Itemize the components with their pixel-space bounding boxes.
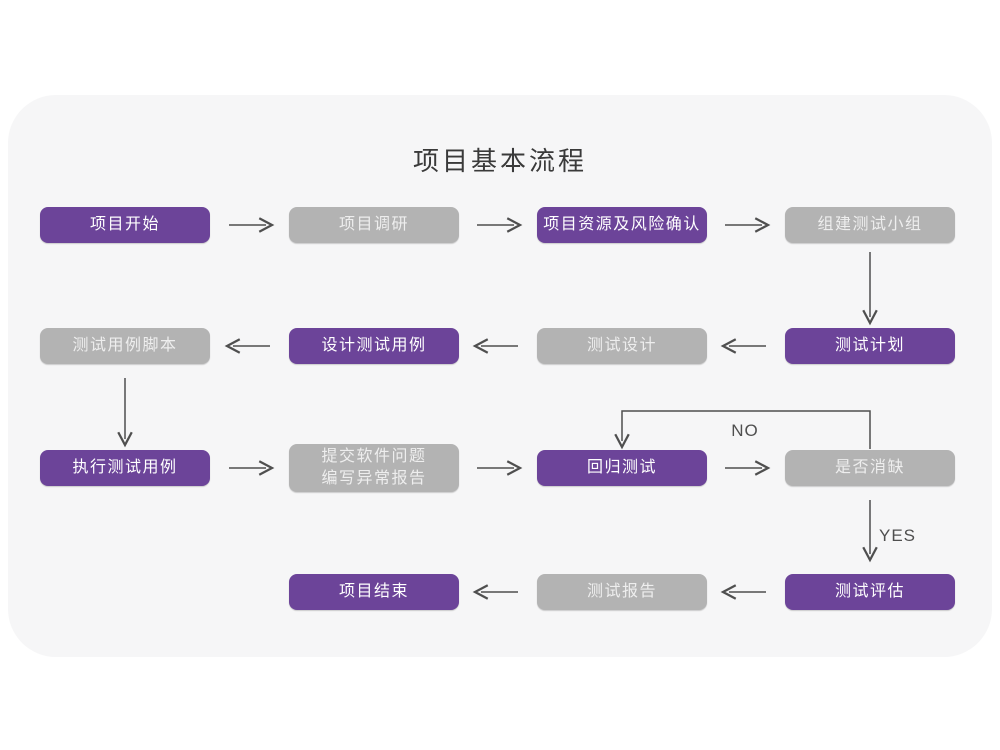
- diagram-title: 项目基本流程: [412, 146, 587, 176]
- node-test-report: 测试报告: [537, 574, 707, 610]
- node-build-test-team: 组建测试小组: [785, 207, 955, 243]
- flowchart-card: [8, 95, 992, 657]
- node-defect-eliminated: 是否消缺: [785, 450, 955, 486]
- node-submit-issues-report: 提交软件问题 编写异常报告: [289, 444, 459, 492]
- node-regression-test: 回归测试: [537, 450, 707, 486]
- node-project-research: 项目调研: [289, 207, 459, 243]
- node-test-evaluation: 测试评估: [785, 574, 955, 610]
- node-project-end: 项目结束: [289, 574, 459, 610]
- node-resources-risk-confirm: 项目资源及风险确认: [537, 207, 707, 243]
- node-test-design: 测试设计: [537, 328, 707, 364]
- node-test-plan: 测试计划: [785, 328, 955, 364]
- node-test-case-script: 测试用例脚本: [40, 328, 210, 364]
- node-project-start: 项目开始: [40, 207, 210, 243]
- node-design-test-case: 设计测试用例: [289, 328, 459, 364]
- node-execute-test-case: 执行测试用例: [40, 450, 210, 486]
